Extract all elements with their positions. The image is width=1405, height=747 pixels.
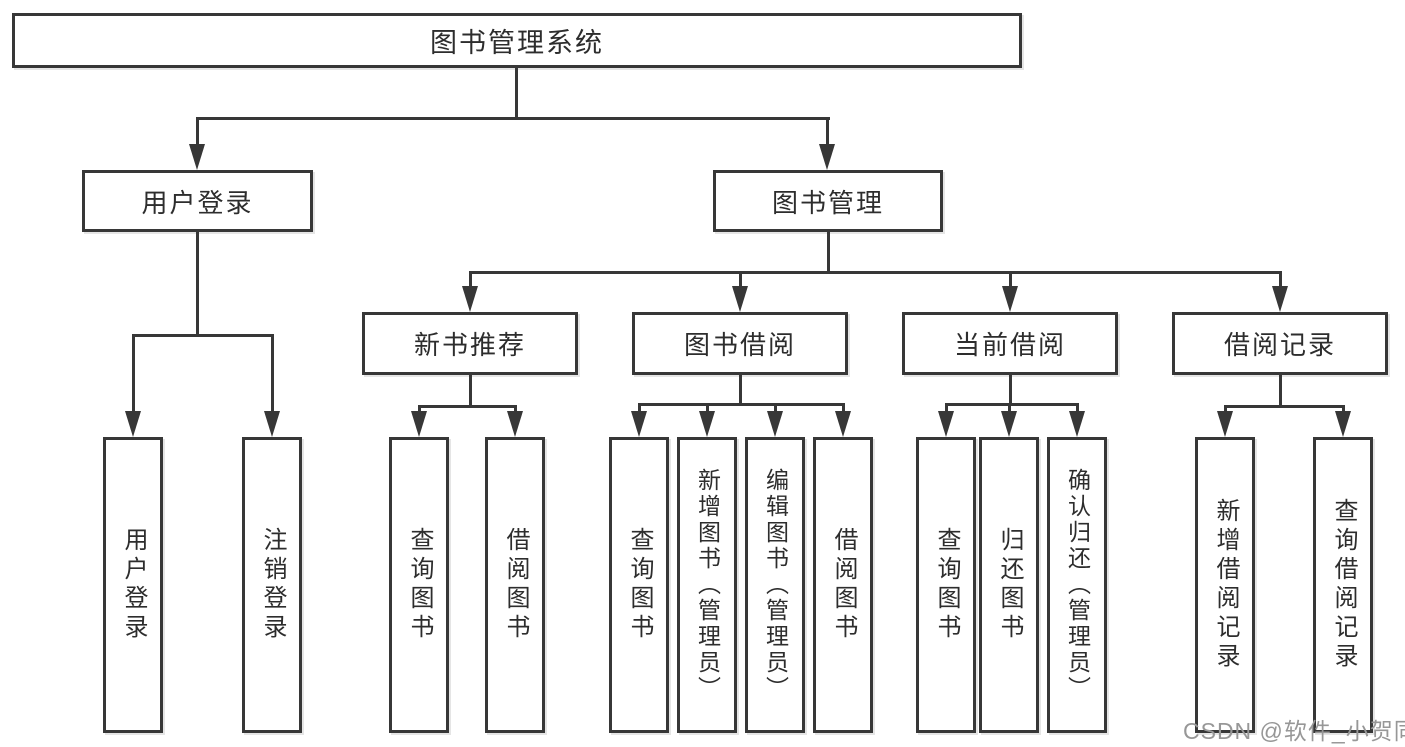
connector-line bbox=[1279, 271, 1282, 288]
connector-line bbox=[132, 334, 135, 413]
node-book-borrowing: 图书借阅 bbox=[632, 312, 848, 375]
arrow-down-icon bbox=[462, 286, 478, 312]
leaf-user-login: 用户登录 bbox=[103, 437, 163, 733]
node-borrowing-records: 借阅记录 bbox=[1172, 312, 1388, 375]
connector-line bbox=[132, 334, 274, 337]
connector-line bbox=[739, 271, 742, 288]
leaf-add-book-admin: 新增图书（管理员） bbox=[677, 437, 737, 733]
node-library-management-system: 图书管理系统 bbox=[12, 13, 1022, 68]
connector-line bbox=[1008, 403, 1011, 413]
connector-line bbox=[842, 403, 845, 413]
leaf-borrow-books-1: 借阅图书 bbox=[485, 437, 545, 733]
connector-line bbox=[514, 405, 517, 413]
arrow-down-icon bbox=[819, 144, 835, 170]
node-user-login: 用户登录 bbox=[82, 170, 313, 232]
arrow-down-icon bbox=[1217, 411, 1233, 437]
arrow-down-icon bbox=[507, 411, 523, 437]
connector-line bbox=[515, 68, 518, 118]
connector-line bbox=[469, 375, 472, 407]
connector-line bbox=[196, 232, 199, 335]
connector-line bbox=[739, 375, 742, 405]
arrow-down-icon bbox=[1069, 411, 1085, 437]
leaf-query-books-3: 查询图书 bbox=[916, 437, 976, 733]
connector-line bbox=[1009, 375, 1012, 405]
arrow-down-icon bbox=[835, 411, 851, 437]
connector-line bbox=[1224, 405, 1227, 413]
arrow-down-icon bbox=[767, 411, 783, 437]
arrow-down-icon bbox=[189, 144, 205, 170]
node-new-book-recommendation: 新书推荐 bbox=[362, 312, 578, 375]
connector-line bbox=[827, 232, 830, 272]
arrow-down-icon bbox=[732, 286, 748, 312]
connector-line bbox=[418, 405, 517, 408]
connector-line bbox=[1224, 405, 1345, 408]
node-current-borrowing: 当前借阅 bbox=[902, 312, 1118, 375]
leaf-return-book: 归还图书 bbox=[979, 437, 1039, 733]
leaf-query-borrow-record: 查询借阅记录 bbox=[1313, 437, 1373, 733]
node-book-management: 图书管理 bbox=[713, 170, 943, 232]
arrow-down-icon bbox=[631, 411, 647, 437]
arrow-down-icon bbox=[1335, 411, 1351, 437]
connector-line bbox=[1076, 403, 1079, 413]
connector-line bbox=[638, 403, 845, 406]
connector-line bbox=[945, 403, 948, 413]
connector-line bbox=[826, 117, 829, 146]
connector-line bbox=[1009, 271, 1012, 288]
arrow-down-icon bbox=[938, 411, 954, 437]
leaf-query-books-1: 查询图书 bbox=[389, 437, 449, 733]
connector-line bbox=[706, 403, 709, 413]
connector-line bbox=[418, 405, 421, 413]
leaf-confirm-return-admin: 确认归还（管理员） bbox=[1047, 437, 1107, 733]
connector-line bbox=[945, 403, 1079, 406]
arrow-down-icon bbox=[1001, 411, 1017, 437]
connector-line bbox=[774, 403, 777, 413]
arrow-down-icon bbox=[699, 411, 715, 437]
leaf-borrow-books-2: 借阅图书 bbox=[813, 437, 873, 733]
arrow-down-icon bbox=[1002, 286, 1018, 312]
watermark: CSDN @软件_小贺同学 bbox=[1183, 718, 1405, 744]
arrow-down-icon bbox=[1272, 286, 1288, 312]
arrow-down-icon bbox=[411, 411, 427, 437]
connector-line bbox=[271, 334, 274, 413]
arrow-down-icon bbox=[264, 411, 280, 437]
connector-line bbox=[1279, 375, 1282, 407]
connector-line bbox=[469, 271, 472, 288]
connector-line bbox=[196, 117, 830, 120]
connector-line bbox=[469, 271, 1282, 274]
connector-line bbox=[196, 117, 199, 146]
connector-line bbox=[1342, 405, 1345, 413]
connector-line bbox=[638, 403, 641, 413]
leaf-edit-book-admin: 编辑图书（管理员） bbox=[745, 437, 805, 733]
leaf-add-borrow-record: 新增借阅记录 bbox=[1195, 437, 1255, 733]
leaf-query-books-2: 查询图书 bbox=[609, 437, 669, 733]
arrow-down-icon bbox=[125, 411, 141, 437]
leaf-logout: 注销登录 bbox=[242, 437, 302, 733]
